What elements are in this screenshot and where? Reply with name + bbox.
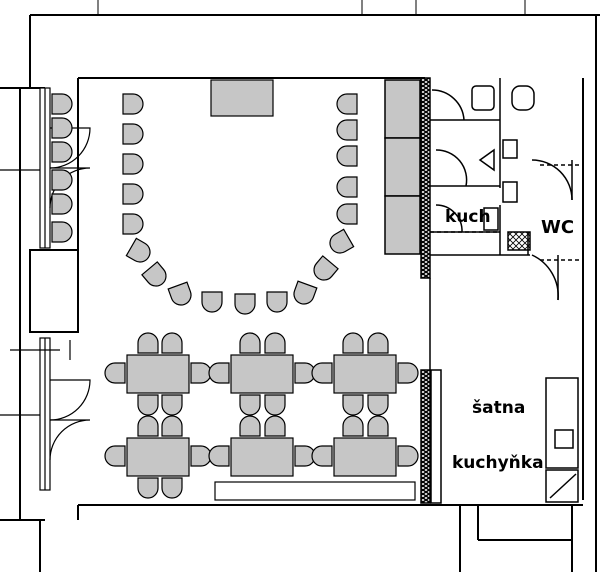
table-groups	[104, 332, 419, 499]
table	[333, 437, 397, 477]
label-wardrobe: šatna	[472, 398, 525, 418]
partitions	[384, 77, 583, 504]
bench	[214, 481, 416, 501]
outer-walls	[0, 14, 600, 572]
top-marks	[97, 0, 526, 14]
table	[333, 354, 397, 394]
table	[230, 437, 294, 477]
table	[230, 354, 294, 394]
label-kitchenette: kuchyňka	[452, 453, 544, 473]
label-wc: WC	[541, 217, 574, 238]
table	[126, 437, 190, 477]
u-seating	[122, 79, 358, 315]
left-facade	[0, 87, 91, 491]
window-chairs	[51, 93, 73, 243]
table	[126, 354, 190, 394]
label-kitchen-small: kuch	[445, 207, 491, 227]
lectern-table	[210, 79, 274, 117]
